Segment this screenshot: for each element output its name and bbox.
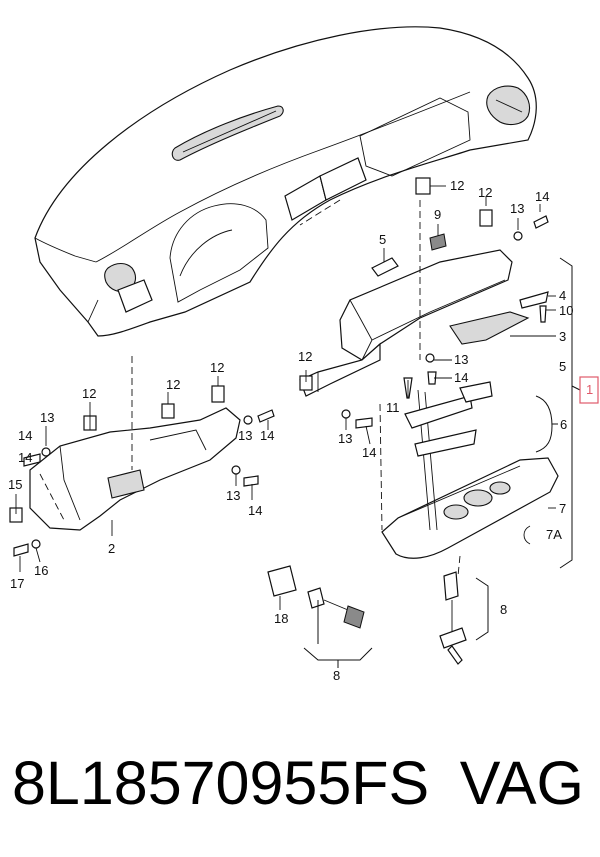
screw-part-14-mid <box>427 371 437 385</box>
callout-14: 14 <box>260 428 274 443</box>
callout-13: 13 <box>454 352 468 367</box>
callout-7: 7 <box>559 501 566 516</box>
lock-cylinder-left <box>267 565 365 629</box>
latch-part-6c <box>459 381 493 403</box>
callout-14: 14 <box>18 428 32 443</box>
callout-4: 4 <box>559 288 566 303</box>
callout-7a: 7A <box>546 527 562 542</box>
callout-14: 14 <box>362 445 376 460</box>
clip-part-7a <box>523 525 531 545</box>
callout-12: 12 <box>298 349 312 364</box>
bracket-part-4 <box>519 291 549 309</box>
part-number: 8L18570955FS <box>12 749 430 817</box>
lock-cylinder-right <box>439 571 467 665</box>
callout-8: 8 <box>500 602 507 617</box>
callout-12: 12 <box>478 185 492 200</box>
washer-part-13-mid <box>425 353 435 363</box>
callout-1-highlight <box>579 376 599 404</box>
callout-11: 11 <box>386 400 400 415</box>
clip-part-12-l2 <box>161 403 175 419</box>
callout-18: 18 <box>274 611 288 626</box>
callout-15: 15 <box>8 477 22 492</box>
callout-6: 6 <box>560 417 567 432</box>
washer-part-16 <box>31 539 41 549</box>
lamp-part-5 <box>371 257 399 277</box>
callout-12: 12 <box>166 377 180 392</box>
callout-5: 5 <box>559 359 566 374</box>
callout-13: 13 <box>226 488 240 503</box>
callout-13: 13 <box>40 410 54 425</box>
clip-part-12-right <box>479 209 493 227</box>
washer-part-13-l1 <box>41 447 51 457</box>
callout-13: 13 <box>338 431 352 446</box>
brand-label: VAG <box>459 749 584 817</box>
glove-box-housing <box>299 249 513 397</box>
callout-13: 13 <box>238 428 252 443</box>
leader-lines <box>15 185 581 668</box>
glove-box-lid <box>381 457 559 559</box>
callout-14: 14 <box>18 450 32 465</box>
switch-part-9 <box>429 233 447 251</box>
callout-12: 12 <box>450 178 464 193</box>
callout-labels: 12 12 14 13 9 5 10 4 3 5 1 13 14 12 11 1… <box>8 178 593 683</box>
callout-9: 9 <box>434 207 441 222</box>
washer-part-13-l3 <box>231 465 241 475</box>
callout-14: 14 <box>535 189 549 204</box>
lower-trim-panel <box>29 407 241 531</box>
screw-part-17 <box>13 543 29 557</box>
callout-2: 2 <box>108 541 115 556</box>
clip-part-12-top <box>415 177 431 195</box>
callout-16: 16 <box>34 563 48 578</box>
callout-12: 12 <box>210 360 224 375</box>
footer: 8L18570955FS VAG <box>0 748 600 838</box>
callout-3: 3 <box>559 329 566 344</box>
callout-12: 12 <box>82 386 96 401</box>
callout-1: 1 <box>586 382 593 397</box>
callout-14: 14 <box>248 503 262 518</box>
mat-part-3 <box>449 311 530 345</box>
clip-part-12-l3 <box>211 385 225 403</box>
screw-part-14-l1 <box>23 453 41 467</box>
washer-part-13-l2 <box>243 415 253 425</box>
bracket-part-6b <box>414 429 477 457</box>
callout-8: 8 <box>333 668 340 683</box>
screw-part-10 <box>539 305 547 323</box>
callout-14: 14 <box>454 370 468 385</box>
exploded-parts-diagram: 12 12 14 13 9 5 10 4 3 5 1 13 14 12 11 1… <box>8 26 599 683</box>
callout-13: 13 <box>510 201 524 216</box>
screw-part-14-low <box>355 417 373 429</box>
callout-5: 5 <box>379 232 386 247</box>
dashboard-panel <box>34 26 537 337</box>
callout-10: 10 <box>559 303 573 318</box>
screw-part-14-top <box>533 215 549 229</box>
callout-17: 17 <box>10 576 24 591</box>
screw-part-14-l2 <box>257 409 275 423</box>
bracket-part-6a <box>404 395 473 429</box>
washer-part-13-low <box>341 409 351 419</box>
screw-part-14-l3 <box>243 475 259 487</box>
washer-part-13-top <box>513 231 523 241</box>
